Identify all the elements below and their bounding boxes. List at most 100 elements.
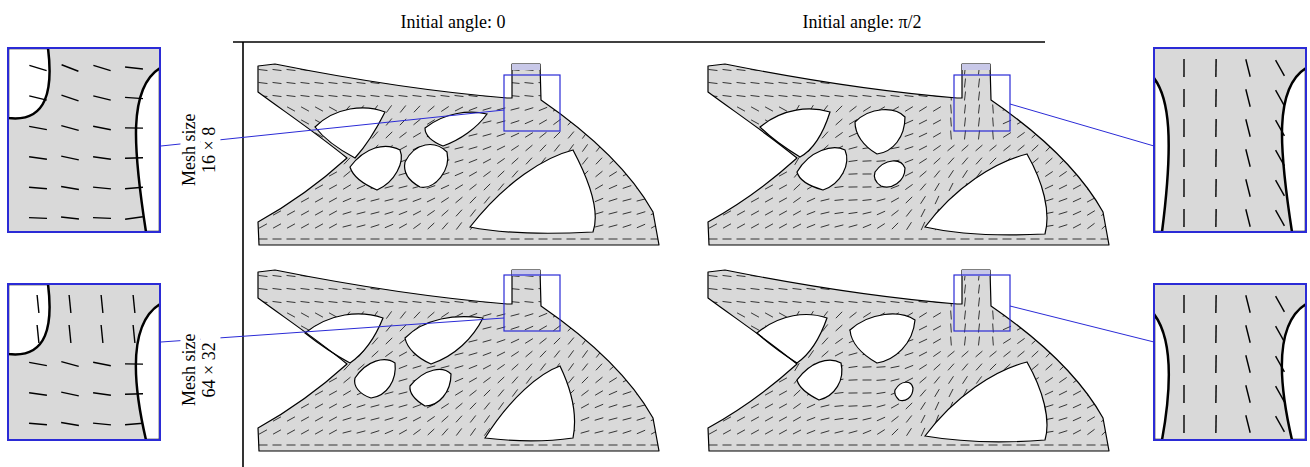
orientation-dash: [273, 288, 282, 289]
orientation-dash: [891, 69, 900, 70]
beam-outline: [708, 270, 1109, 451]
orientation-dash: [765, 365, 773, 369]
orientation-dash: [947, 239, 956, 240]
orientation-dash: [259, 275, 268, 276]
orientation-dash: [441, 107, 448, 112]
orientation-dash: [400, 325, 406, 331]
orientation-dash: [975, 445, 984, 446]
orientation-dash: [357, 95, 366, 96]
orientation-dash: [567, 312, 574, 317]
orientation-dash: [919, 120, 927, 124]
orientation-dash: [905, 82, 914, 83]
orientation-dash: [905, 445, 914, 446]
orientation-dash: [623, 186, 632, 189]
orientation-dash: [273, 172, 281, 176]
orientation-dash: [329, 365, 337, 369]
orientation-dash: [287, 326, 295, 330]
orientation-dash: [807, 275, 816, 276]
orientation-dash: [835, 275, 844, 276]
orientation-dash: [1046, 338, 1052, 345]
column-header: Initial angle: 0: [401, 12, 506, 33]
inset-hole: [1154, 78, 1169, 232]
orientation-dash: [920, 171, 927, 177]
orientation-dash: [273, 352, 281, 356]
orientation-dash: [1045, 82, 1054, 83]
orientation-dash: [652, 119, 658, 125]
orientation-dash: [259, 185, 267, 189]
orientation-dash: [751, 224, 759, 228]
orientation-dash: [582, 377, 588, 383]
orientation-dash: [610, 131, 615, 138]
orientation-dash: [623, 418, 632, 420]
orientation-dash: [949, 183, 953, 191]
orientation-dash: [1045, 172, 1052, 177]
orientation-dash: [863, 107, 871, 112]
orientation-dash: [1032, 158, 1039, 164]
orientation-dash: [427, 416, 434, 421]
orientation-dash: [553, 445, 562, 446]
orientation-dash: [737, 69, 746, 70]
orientation-dash: [906, 403, 912, 409]
orientation-dash: [511, 352, 519, 357]
orientation-dash: [906, 197, 912, 203]
orientation-dash: [751, 107, 759, 111]
orientation-dash: [371, 275, 380, 276]
orientation-dash: [863, 224, 871, 227]
orientation-dash: [526, 351, 533, 357]
orientation-dash: [1087, 288, 1096, 289]
orientation-dash: [371, 239, 380, 240]
orientation-dash: [526, 376, 531, 383]
orientation-dash: [301, 430, 309, 434]
orientation-dash: [287, 211, 295, 215]
orientation-dash: [807, 417, 815, 420]
orientation-dash: [357, 69, 366, 70]
orientation-dash: [793, 224, 801, 228]
orientation-dash: [877, 211, 885, 215]
orientation-dash: [427, 210, 434, 215]
orientation-dash: [709, 339, 717, 343]
orientation-dash: [709, 172, 717, 176]
orientation-dash: [93, 65, 110, 70]
orientation-dash: [371, 212, 380, 214]
orientation-dash: [540, 363, 546, 370]
axis-line: [242, 42, 244, 467]
beam-hole: [355, 360, 396, 398]
orientation-dash: [877, 239, 886, 240]
orientation-dash: [737, 288, 746, 289]
orientation-dash: [623, 82, 632, 83]
orientation-dash: [470, 428, 475, 435]
orientation-dash: [1045, 199, 1054, 202]
orientation-dash: [1246, 415, 1250, 432]
orientation-dash: [1087, 417, 1095, 422]
orientation-dash: [484, 197, 490, 204]
orientation-dash: [863, 95, 872, 96]
orientation-dash: [343, 198, 351, 201]
orientation-dash: [539, 239, 548, 240]
orientation-dash: [1215, 119, 1217, 137]
orientation-dash: [483, 134, 492, 136]
beam-group: [258, 64, 660, 245]
orientation-dash: [1045, 405, 1054, 408]
orientation-dash: [512, 389, 517, 396]
beam-outline: [258, 64, 659, 245]
orientation-dash: [737, 133, 745, 137]
orientation-dash: [919, 239, 928, 240]
orientation-dash: [1101, 288, 1110, 289]
orientation-dash: [609, 418, 618, 420]
orientation-dash: [877, 445, 886, 446]
orientation-dash: [287, 133, 295, 137]
orientation-dash: [751, 95, 760, 96]
orientation-dash: [921, 415, 925, 423]
orientation-dash: [567, 301, 576, 302]
orientation-dash: [863, 405, 872, 407]
orientation-dash: [962, 158, 968, 165]
orientation-dash: [1215, 325, 1217, 343]
orientation-dash: [483, 146, 491, 149]
orientation-dash: [849, 392, 858, 393]
orientation-dash: [1045, 239, 1054, 240]
orientation-dash: [343, 82, 352, 83]
orientation-dash: [93, 217, 111, 219]
orientation-dash: [455, 95, 464, 96]
orientation-dash: [609, 431, 618, 433]
orientation-dash: [441, 445, 450, 446]
